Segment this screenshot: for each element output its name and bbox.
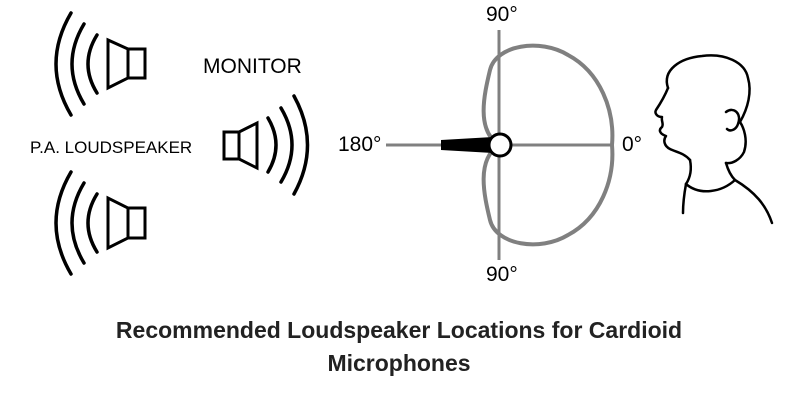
- caption-line-1: Recommended Loudspeaker Locations for Ca…: [115, 317, 683, 343]
- cardioid-pattern: [481, 43, 615, 247]
- shoulder-left: [681, 182, 688, 215]
- angle-label-right: 0°: [622, 133, 643, 156]
- angle-label-left: 180°: [338, 133, 382, 156]
- neck-front: [684, 158, 693, 186]
- ear: [724, 108, 741, 132]
- pa-loudspeaker-top: [54, 11, 147, 117]
- angle-label-bottom: 90°: [486, 263, 518, 286]
- face-profile: [654, 86, 692, 162]
- collar: [684, 178, 737, 193]
- hair-outline: [665, 54, 751, 124]
- monitor-label: MONITOR: [203, 55, 302, 78]
- loudspeaker-icon: [106, 37, 147, 91]
- sound-waves-icon: [54, 170, 99, 276]
- angle-label-top: 90°: [486, 3, 518, 26]
- person-head-icon: [654, 54, 774, 225]
- loudspeaker-icon: [222, 120, 259, 171]
- back-of-head: [724, 120, 747, 165]
- pa-loudspeaker-label: P.A. LOUDSPEAKER: [30, 138, 193, 157]
- figure-caption: Recommended Loudspeaker Locations for Ca…: [0, 314, 798, 380]
- monitor-loudspeaker: [222, 94, 310, 196]
- pa-loudspeaker-bottom: [54, 170, 147, 276]
- sound-waves-icon: [266, 94, 310, 196]
- neck-back: [724, 161, 737, 182]
- microphone-icon: [441, 132, 513, 158]
- loudspeaker-icon: [106, 195, 147, 251]
- sound-waves-icon: [54, 11, 99, 117]
- shoulder-right: [733, 178, 774, 225]
- caption-line-2: Microphones: [327, 350, 471, 376]
